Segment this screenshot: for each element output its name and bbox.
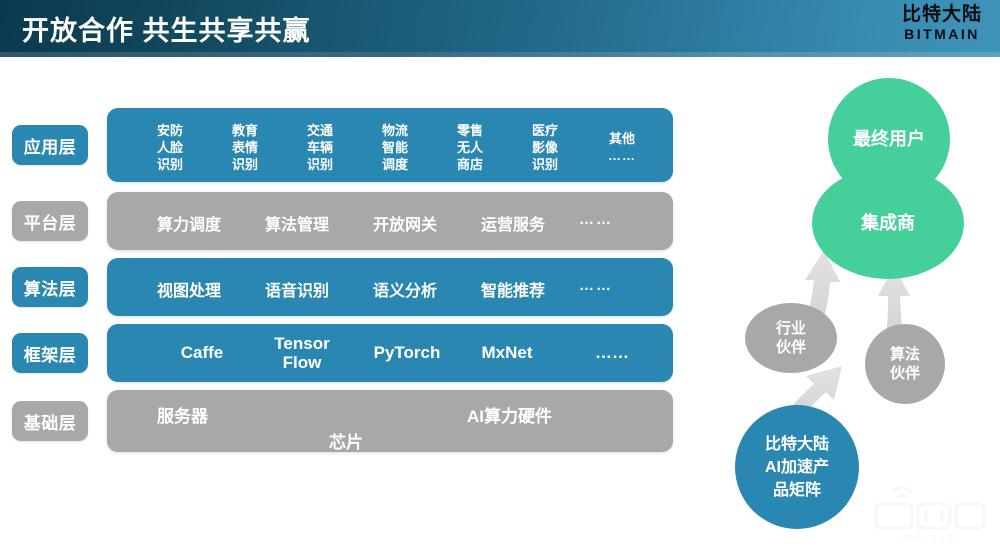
eco-node-algorithm-partner[interactable]: 算法伙伴: [865, 324, 945, 404]
layer-1-item-3[interactable]: 运营服务: [481, 217, 546, 234]
eco-node-integrator-label: 集成商: [861, 212, 915, 233]
eco-node-algorithm-partner-label: 算法伙伴: [889, 346, 920, 382]
app-cell-4-line-0: 零售: [456, 123, 483, 138]
framework-item-2[interactable]: PyTorch: [357, 343, 457, 362]
layer-bar-2: 视图处理 语音识别 语义分析 智能推荐 ……: [107, 258, 673, 316]
app-cell-4[interactable]: 零售无人商店: [436, 122, 504, 173]
eco-node-industry-partner-label: 行业伙伴: [775, 320, 806, 356]
base-item-1[interactable]: AI算力硬件: [467, 407, 552, 426]
app-cell-3[interactable]: 物流智能调度: [361, 122, 429, 173]
eco-node-industry-partner[interactable]: 行业伙伴: [745, 303, 837, 373]
app-cell-0-line-1: 人脸: [156, 140, 183, 155]
app-cell-4-line-1: 无人: [456, 140, 483, 155]
app-cell-2-line-1: 车辆: [306, 140, 333, 155]
framework-item-2-line-0: PyTorch: [373, 343, 441, 362]
app-cell-0[interactable]: 安防人脸识别: [136, 122, 204, 173]
layer-2-item-4[interactable]: ……: [579, 277, 613, 294]
page-title: 开放合作 共生共享共赢: [22, 16, 311, 46]
watermark-domain: zhidx.com: [897, 534, 957, 541]
base-item-0[interactable]: 服务器: [157, 407, 208, 426]
layer-1-item-0[interactable]: 算力调度: [157, 217, 222, 234]
app-cell-2-line-0: 交通: [306, 123, 333, 138]
framework-item-3[interactable]: MxNet: [457, 343, 557, 362]
app-cell-5-line-2: 识别: [531, 157, 558, 172]
layer-label-1[interactable]: 平台层: [12, 201, 88, 241]
layer-2-item-2[interactable]: 语义分析: [373, 283, 438, 300]
layer-label-0[interactable]: 应用层: [12, 125, 88, 165]
framework-item-0-line-0: Caffe: [180, 343, 224, 362]
app-cell-5-line-1: 影像: [531, 140, 558, 155]
header-underline: [0, 52, 1000, 57]
layer-bar-1: 算力调度 算法管理 开放网关 运营服务 ……: [107, 192, 673, 250]
eco-node-integrator[interactable]: 集成商: [812, 167, 964, 279]
app-cell-1-line-1: 表情: [231, 140, 258, 155]
app-cell-2-line-2: 识别: [306, 157, 333, 172]
layer-label-2[interactable]: 算法层: [12, 267, 88, 307]
framework-item-1-line-0: Tensor: [274, 334, 330, 353]
watermark-logo-icon: [874, 486, 986, 530]
layer-label-3[interactable]: 框架层: [12, 333, 88, 373]
layer-1-item-4[interactable]: ……: [579, 211, 613, 228]
app-cell-6-line-1: ……: [608, 148, 636, 163]
layer-2-item-0[interactable]: 视图处理: [157, 283, 222, 300]
bitmain-logo: 比特大陆 BITMAIN: [902, 5, 982, 41]
app-cell-0-line-2: 识别: [156, 157, 183, 172]
page-header: [0, 0, 1000, 52]
app-cell-5-line-0: 医疗: [531, 123, 558, 138]
framework-item-1-line-1: Flow: [282, 353, 322, 372]
layer-1-item-1[interactable]: 算法管理: [265, 217, 330, 234]
app-cell-3-line-1: 智能: [381, 140, 408, 155]
framework-item-3-line-0: MxNet: [481, 343, 533, 362]
framework-item-0[interactable]: Caffe: [152, 343, 252, 362]
eco-node-end-user-label: 最终用户: [853, 128, 925, 149]
app-cell-6-line-0: 其他: [608, 131, 635, 146]
layer-bar-0: 安防人脸识别教育表情识别交通车辆识别物流智能调度零售无人商店医疗影像识别其他……: [107, 108, 673, 182]
app-cell-6[interactable]: 其他 ……: [588, 130, 656, 164]
app-cell-1-line-0: 教育: [231, 123, 258, 138]
framework-item-4[interactable]: ……: [562, 343, 662, 362]
layer-bar-4: 服务器 AI算力硬件芯片: [107, 390, 673, 452]
app-cell-3-line-2: 调度: [381, 157, 408, 172]
base-item-2[interactable]: 芯片: [329, 433, 363, 452]
app-cell-4-line-2: 商店: [456, 157, 483, 172]
app-cell-2[interactable]: 交通车辆识别: [286, 122, 354, 173]
app-cell-1-line-2: 识别: [231, 157, 258, 172]
layer-2-item-1[interactable]: 语音识别: [265, 283, 330, 300]
layer-label-4[interactable]: 基础层: [12, 401, 88, 441]
app-cell-3-line-0: 物流: [381, 123, 408, 138]
logo-english-name: BITMAIN: [904, 26, 980, 42]
app-cell-5[interactable]: 医疗影像识别: [511, 122, 579, 173]
app-cell-0-line-0: 安防: [156, 123, 183, 138]
framework-item-4-line-0: ……: [595, 343, 629, 362]
logo-chinese-name: 比特大陆: [901, 4, 982, 25]
app-cell-1[interactable]: 教育表情识别: [211, 122, 279, 173]
layer-1-item-2[interactable]: 开放网关: [373, 217, 438, 234]
zhidx-watermark: zhidx.com: [862, 478, 992, 548]
layer-2-item-3[interactable]: 智能推荐: [481, 283, 546, 300]
technology-stack: 应用层安防人脸识别教育表情识别交通车辆识别物流智能调度零售无人商店医疗影像识别其…: [0, 52, 700, 560]
